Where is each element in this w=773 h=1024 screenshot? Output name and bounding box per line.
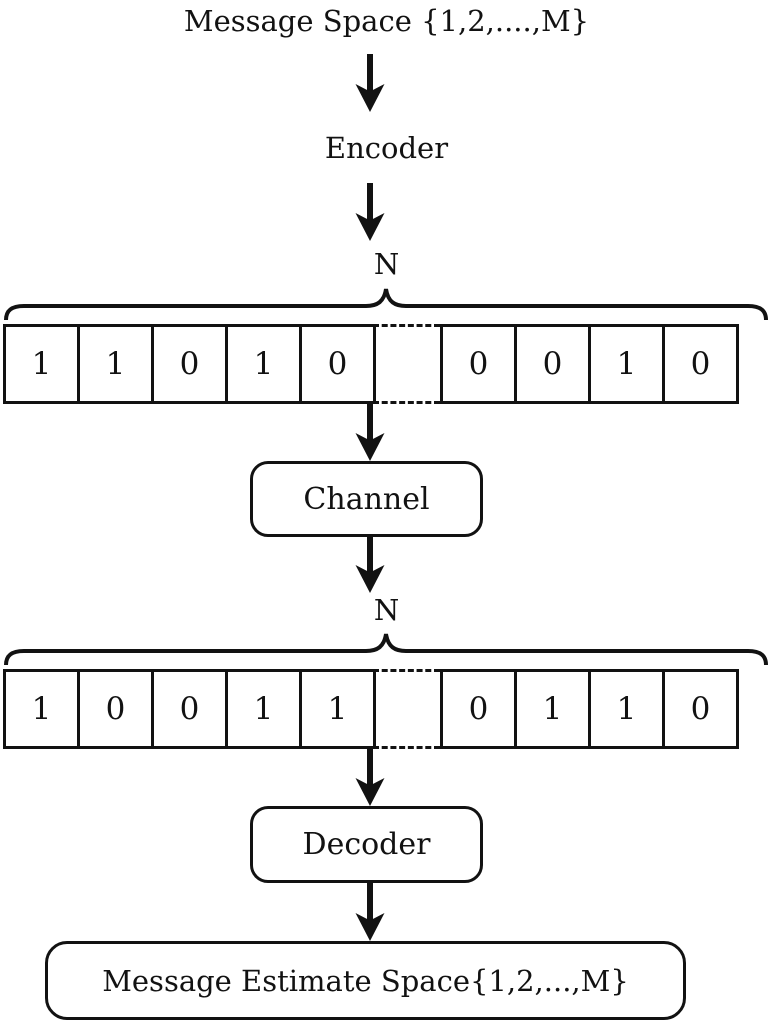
- curly-brace-icon: [4, 288, 768, 320]
- channel-box: Channel: [250, 461, 483, 537]
- bit-cell: 0: [77, 669, 154, 749]
- bit-cell: 0: [440, 669, 517, 749]
- block-length-label: N: [373, 593, 400, 627]
- bit-group-left: 1 1 0 1 0: [3, 324, 376, 404]
- transmitted-codeword-row: 1 1 0 1 0 0 0 1 0: [3, 324, 770, 404]
- bit-cell: 0: [662, 669, 739, 749]
- bit-cell: 1: [299, 669, 376, 749]
- bit-cell: 1: [225, 669, 302, 749]
- block-length-label: N: [373, 247, 400, 281]
- bit-cell: 1: [588, 324, 665, 404]
- down-arrow-icon: [355, 536, 385, 593]
- decoder-label: Decoder: [302, 827, 431, 862]
- bit-cell: 1: [588, 669, 665, 749]
- bit-cell: 1: [3, 324, 80, 404]
- bit-cell: 0: [514, 324, 591, 404]
- bit-cell: 1: [514, 669, 591, 749]
- encoder-label: Encoder: [324, 131, 449, 165]
- bit-cell: 1: [77, 324, 154, 404]
- message-estimate-label: Message Estimate Space{1,2,...,M}: [102, 963, 629, 998]
- down-arrow-icon: [355, 54, 385, 112]
- bit-cell: 1: [225, 324, 302, 404]
- down-arrow-icon: [355, 404, 385, 461]
- bit-cell: 0: [151, 669, 228, 749]
- bit-group-right: 0 0 1 0: [440, 324, 739, 404]
- message-space-label: Message Space {1,2,....,M}: [183, 4, 590, 38]
- message-estimate-box: Message Estimate Space{1,2,...,M}: [45, 941, 686, 1020]
- bit-cell: 0: [662, 324, 739, 404]
- down-arrow-icon: [355, 183, 385, 241]
- bit-cell: 0: [299, 324, 376, 404]
- bit-cell: 1: [3, 669, 80, 749]
- ellipsis-cell: [373, 324, 440, 404]
- bit-cell: 0: [151, 324, 228, 404]
- down-arrow-icon: [355, 883, 385, 941]
- decoder-box: Decoder: [250, 806, 483, 883]
- down-arrow-icon: [355, 749, 385, 806]
- channel-label: Channel: [303, 481, 430, 517]
- bit-group-left: 1 0 0 1 1: [3, 669, 376, 749]
- curly-brace-icon: [4, 633, 768, 665]
- ellipsis-cell: [373, 669, 440, 749]
- bit-group-right: 0 1 1 0: [440, 669, 739, 749]
- received-word-row: 1 0 0 1 1 0 1 1 0: [3, 669, 770, 749]
- bit-cell: 0: [440, 324, 517, 404]
